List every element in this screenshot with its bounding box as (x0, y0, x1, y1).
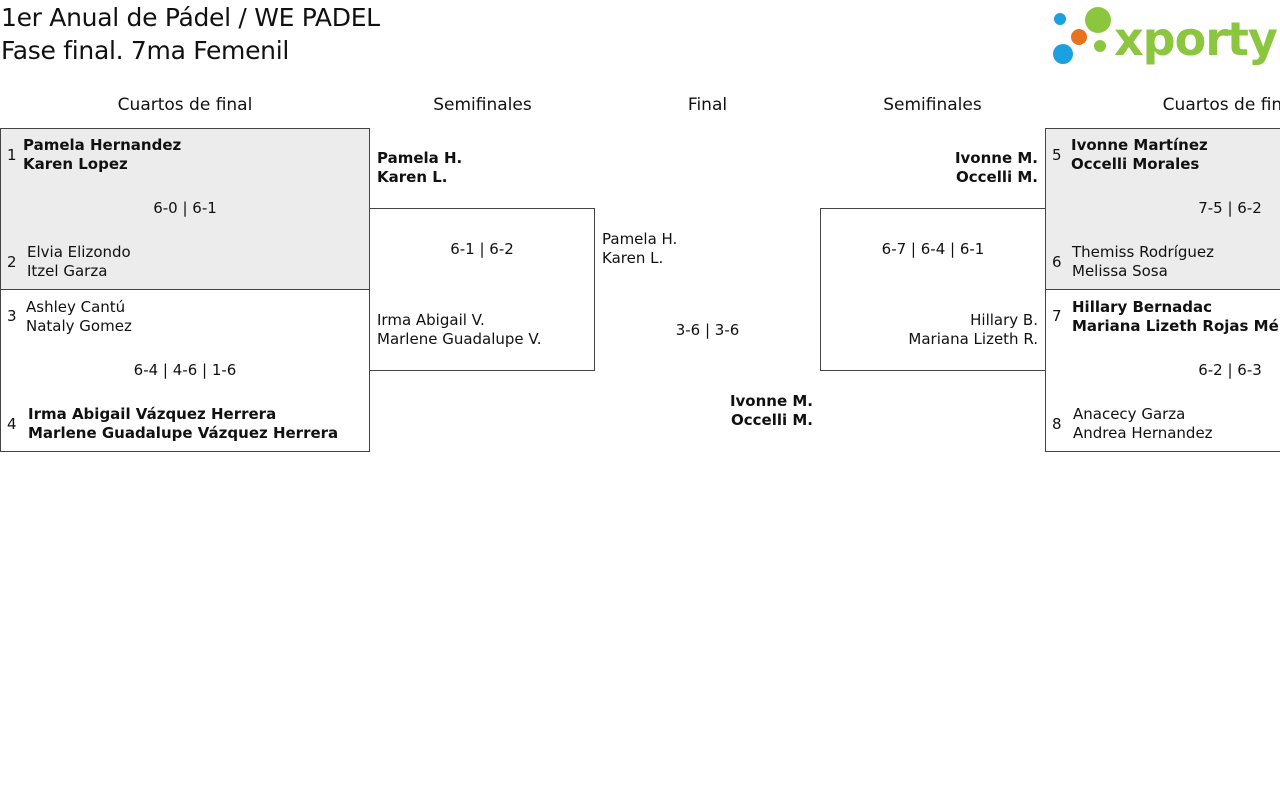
player-name: Ivonne Martínez (1071, 136, 1208, 154)
team-anacecy-garza-andrea-hernandez[interactable]: Anacecy Garza Andrea Hernandez (1073, 405, 1213, 443)
player-name: Mariana Lizeth R. (908, 330, 1038, 348)
team-ivonne-martinez-occelli-morales[interactable]: Ivonne Martínez Occelli Morales (1071, 136, 1208, 174)
team-ivonne-m-occelli-m[interactable]: Ivonne M. Occelli M. (955, 149, 1038, 187)
seed-number: 4 (7, 415, 17, 433)
player-name: Karen L. (602, 249, 664, 267)
player-name: Andrea Hernandez (1073, 424, 1213, 442)
seed-number: 7 (1052, 307, 1062, 325)
xporty-logo: xporty (1053, 7, 1279, 66)
player-name: Occelli M. (731, 411, 813, 429)
player-name: Pamela Hernandez (23, 136, 182, 154)
team-hillary-bernadac-mariana-lizeth[interactable]: Hillary Bernadac Mariana Lizeth Rojas Mé… (1072, 298, 1280, 336)
column-header-right-semifinals: Semifinales (883, 95, 982, 115)
player-name: Melissa Sosa (1072, 262, 1168, 280)
match-score: 6-4 | 4-6 | 1-6 (133, 361, 237, 379)
player-name: Ivonne M. (729, 392, 813, 410)
seed-number: 3 (7, 307, 17, 325)
player-name: Themiss Rodríguez (1072, 243, 1214, 261)
seed-number: 2 (7, 253, 17, 271)
column-header-left-semifinals: Semifinales (433, 95, 532, 115)
team-pamela-hernandez-karen-lopez[interactable]: Pamela Hernandez Karen Lopez (23, 136, 181, 174)
tournament-title: 1er Anual de Pádel / WE PADEL (1, 3, 380, 32)
player-name: Occelli M. (956, 168, 1038, 186)
team-hillary-b-mariana-lizeth-r[interactable]: Hillary B. Mariana Lizeth R. (908, 311, 1038, 349)
match-score: 6-7 | 6-4 | 6-1 (881, 240, 985, 258)
match-score: 7-5 | 6-2 (1198, 199, 1262, 217)
player-name: Irma Abigail V. (377, 311, 485, 329)
team-irma-abigail-v-marlene-guadalupe-v[interactable]: Irma Abigail V. Marlene Guadalupe V. (377, 311, 542, 349)
player-name: Pamela H. (377, 149, 463, 167)
seed-number: 6 (1052, 253, 1062, 271)
player-name: Marlene Guadalupe V. (377, 330, 542, 348)
seed-number: 5 (1052, 146, 1062, 164)
seed-number: 8 (1052, 415, 1062, 433)
player-name: Pamela H. (602, 230, 678, 248)
match-left-qf-1[interactable] (0, 128, 370, 290)
column-header-right-quarterfinals: Cuartos de final (1162, 95, 1280, 115)
player-name: Nataly Gomez (26, 317, 132, 335)
team-ashley-cantu-nataly-gomez[interactable]: Ashley Cantú Nataly Gomez (26, 298, 132, 336)
phase-subtitle: Fase final. 7ma Femenil (1, 36, 289, 65)
match-right-qf-1[interactable] (1045, 128, 1280, 290)
player-name: Itzel Garza (27, 262, 108, 280)
team-elvia-elizondo-itzel-garza[interactable]: Elvia Elizondo Itzel Garza (27, 243, 131, 281)
player-name: Ivonne M. (954, 149, 1038, 167)
seed-number: 1 (7, 146, 17, 164)
team-pamela-h-karen-l[interactable]: Pamela H. Karen L. (377, 149, 462, 187)
player-name: Marlene Guadalupe Vázquez Herrera (28, 424, 339, 442)
team-irma-abigail-marlene-guadalupe[interactable]: Irma Abigail Vázquez Herrera Marlene Gua… (28, 405, 338, 443)
column-header-left-quarterfinals: Cuartos de final (117, 95, 253, 115)
final-score: 3-6 | 3-6 (675, 321, 740, 339)
player-name: Mariana Lizeth Rojas Méndez (1072, 317, 1280, 335)
match-score: 6-1 | 6-2 (450, 240, 514, 258)
player-name: Elvia Elizondo (27, 243, 131, 261)
player-name: Hillary Bernadac (1072, 298, 1213, 316)
player-name: Ashley Cantú (26, 298, 126, 316)
player-name: Karen Lopez (23, 155, 128, 173)
player-name: Anacecy Garza (1073, 405, 1186, 423)
final-team-ivonne-m-occelli-m[interactable]: Ivonne M. Occelli M. (730, 392, 813, 430)
player-name: Occelli Morales (1071, 155, 1200, 173)
player-name: Karen L. (377, 168, 448, 186)
team-themiss-rodriguez-melissa-sosa[interactable]: Themiss Rodríguez Melissa Sosa (1072, 243, 1214, 281)
player-name: Hillary B. (970, 311, 1038, 329)
logo-wordmark: xporty (1114, 12, 1278, 66)
player-name: Irma Abigail Vázquez Herrera (28, 405, 277, 423)
match-score: 6-2 | 6-3 (1198, 361, 1262, 379)
final-team-pamela-h-karen-l[interactable]: Pamela H. Karen L. (602, 230, 677, 268)
match-score: 6-0 | 6-1 (153, 199, 217, 217)
column-header-final: Final (687, 95, 728, 115)
match-right-qf-2[interactable] (1045, 289, 1280, 452)
match-left-semifinal[interactable] (369, 208, 595, 371)
